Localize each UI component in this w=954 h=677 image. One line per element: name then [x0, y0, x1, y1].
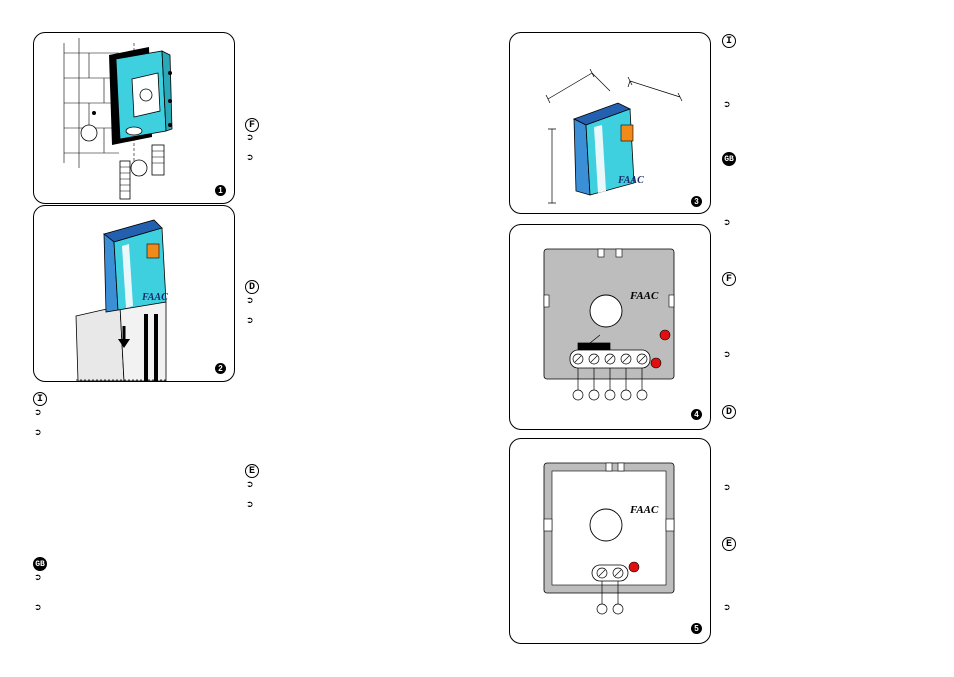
- bullet-arrow-icon: ➲: [246, 316, 254, 326]
- figure-5-panel: FAAC 5: [509, 438, 711, 644]
- language-marker-spanish: E: [722, 537, 736, 551]
- figure-5-number: 5: [691, 623, 702, 634]
- figure-5-brand-logo: FAAC: [629, 504, 659, 516]
- figure-2-brand-logo: FAAC: [141, 292, 168, 303]
- bullet-arrow-icon: ➲: [246, 133, 254, 143]
- bullet-arrow-icon: ➲: [723, 350, 731, 360]
- bullet-arrow-icon: ➲: [34, 408, 42, 418]
- bullet-arrow-icon: ➲: [246, 480, 254, 490]
- bullet-arrow-icon: ➲: [723, 603, 731, 613]
- figure-4-brand-logo: FAAC: [629, 290, 659, 302]
- bullet-arrow-icon: ➲: [246, 500, 254, 510]
- language-marker-french: F: [722, 272, 736, 286]
- figure-4-wiring-board-illustration: FAAC: [543, 248, 675, 401]
- figure-3-panel: FAAC 3: [509, 32, 711, 214]
- bullet-arrow-icon: ➲: [246, 296, 254, 306]
- figure-3-brand-logo: FAAC: [617, 175, 644, 186]
- bullet-arrow-icon: ➲: [246, 153, 254, 163]
- figure-2-number: 2: [215, 363, 226, 374]
- language-marker-italian: I: [722, 34, 736, 48]
- bullet-arrow-icon: ➲: [723, 218, 731, 228]
- figure-2-cover-fitting-illustration: FAAC: [75, 219, 168, 381]
- language-marker-english: GB: [33, 557, 47, 571]
- language-marker-french: F: [245, 118, 259, 132]
- language-marker-english: GB: [722, 152, 736, 166]
- figure-1-wall-mount-illustration: [63, 38, 173, 200]
- bullet-arrow-icon: ➲: [723, 100, 731, 110]
- bullet-arrow-icon: ➲: [723, 483, 731, 493]
- figure-4-number: 4: [691, 409, 702, 420]
- figure-5-wiring-board-illustration: FAAC: [543, 462, 675, 615]
- figure-3-dimensions-illustration: FAAC: [545, 68, 683, 204]
- bullet-arrow-icon: ➲: [34, 603, 42, 613]
- language-marker-spanish: E: [245, 464, 259, 478]
- bullet-arrow-icon: ➲: [34, 428, 42, 438]
- figure-1-panel: 1: [33, 32, 235, 204]
- figure-1-number: 1: [215, 185, 226, 196]
- bullet-arrow-icon: ➲: [34, 573, 42, 583]
- figure-2-panel: FAAC 2: [33, 205, 235, 382]
- figure-4-panel: FAAC 4: [509, 224, 711, 430]
- figure-3-number: 3: [691, 196, 702, 207]
- language-marker-italian: I: [33, 392, 47, 406]
- language-marker-german: D: [245, 280, 259, 294]
- language-marker-german: D: [722, 405, 736, 419]
